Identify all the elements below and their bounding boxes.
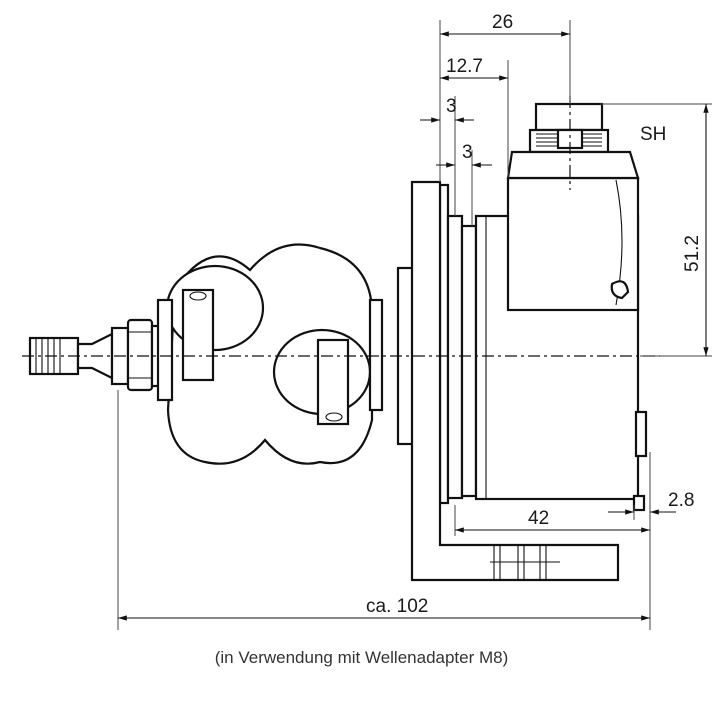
coupling [156,243,384,465]
dim-3-top-label: 3 [446,96,457,117]
shaft-adapter [28,318,162,392]
dim-12-7-label: 12.7 [446,56,483,77]
connector [506,102,640,180]
dim-102-label: ca. 102 [366,596,428,617]
dim-42-label: 42 [528,508,549,529]
dim-26-label: 26 [492,12,513,33]
dim-51-2-label: 51.2 [682,235,703,272]
dim-2-8-label: 2.8 [668,490,694,511]
dim-3-mid-label: 3 [462,142,473,163]
caption: (in Verwendung mit Wellenadapter M8) [214,648,509,667]
sh-label: SH [640,124,666,145]
